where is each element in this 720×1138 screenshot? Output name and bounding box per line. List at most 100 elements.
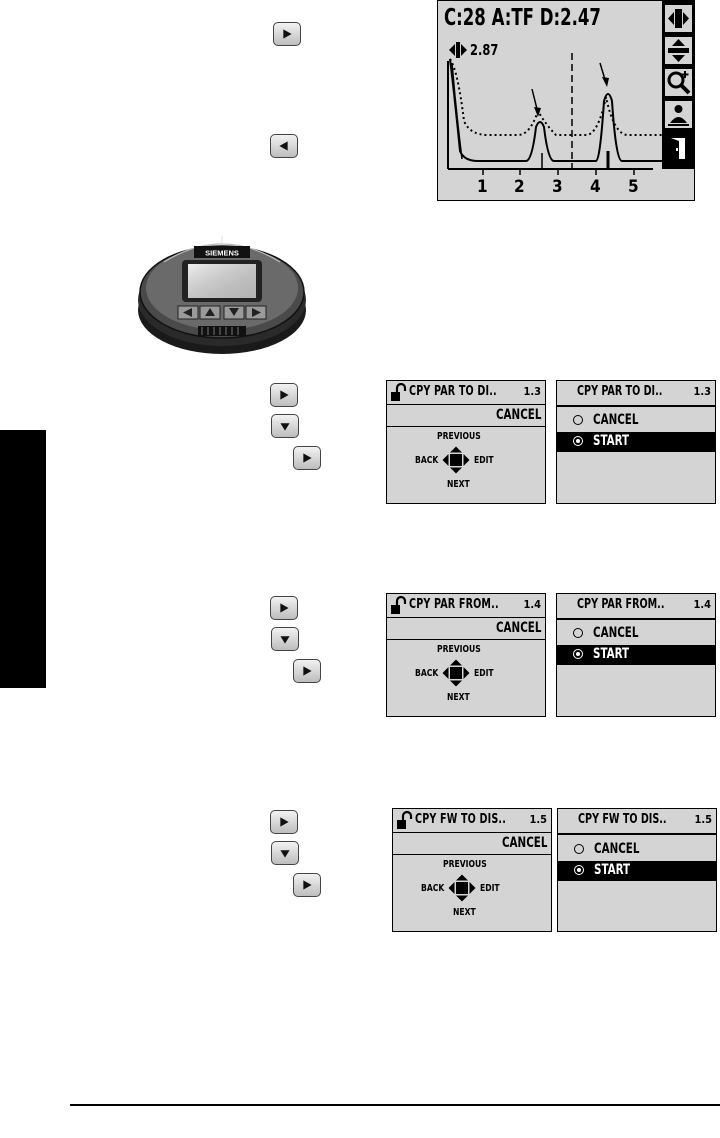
pan-icon xyxy=(665,5,692,32)
lcd-header: CPY PAR TO DI.. 1.3 xyxy=(387,381,545,405)
right-arrow-icon xyxy=(274,23,300,45)
axis-tick-label: 4 xyxy=(590,177,601,197)
nav-next-label: NEXT xyxy=(447,692,470,703)
lcd-header: CPY FW TO DIS.. 1.5 xyxy=(558,809,716,833)
radio-on-icon xyxy=(573,649,583,659)
value-text: CANCEL xyxy=(502,835,547,851)
navigation-pad: PREVIOUS BACK EDIT NEXT xyxy=(393,856,551,931)
nav-edit-label: EDIT xyxy=(474,668,494,679)
nav-back-label: BACK xyxy=(421,883,444,894)
zoom-icon xyxy=(665,69,692,96)
navigation-arrows-icon xyxy=(447,873,477,903)
lcd-current-value: CANCEL xyxy=(387,405,545,427)
radio-off-icon xyxy=(573,628,583,638)
nav-edit-label: EDIT xyxy=(480,883,500,894)
nav-back-label: BACK xyxy=(415,668,438,679)
lcd-parameter-number: 1.3 xyxy=(523,385,541,398)
navigation-pad: PREVIOUS BACK EDIT NEXT xyxy=(387,428,545,503)
lcd-header: CPY PAR FROM.. 1.4 xyxy=(387,594,545,618)
nav-previous-label: PREVIOUS xyxy=(437,431,481,442)
axis-tick-label: 3 xyxy=(552,177,563,197)
lcd-parameter-number: 1.4 xyxy=(693,598,711,611)
navigation-arrows-icon xyxy=(441,658,471,688)
option-start-selected: START xyxy=(557,432,715,452)
echo-curve xyxy=(450,59,662,161)
down-arrow-icon xyxy=(272,842,298,864)
lcd-header: CPY PAR TO DI.. 1.3 xyxy=(557,381,715,405)
axis-tick-label: 5 xyxy=(628,177,639,197)
right-arrow-icon xyxy=(271,811,297,833)
down-arrow-icon xyxy=(272,415,298,437)
radio-on-icon xyxy=(573,436,583,446)
right-arrow-key xyxy=(273,22,301,46)
right-arrow-icon xyxy=(294,874,320,896)
tvt-curve xyxy=(450,59,662,135)
value-text: CANCEL xyxy=(496,407,541,423)
left-arrow-key xyxy=(270,134,298,158)
navigation-pad: PREVIOUS BACK EDIT NEXT xyxy=(387,641,545,716)
exit-icon xyxy=(665,135,692,162)
user-icon xyxy=(665,101,692,128)
vertical-scale-icon xyxy=(665,37,692,64)
lcd-parameter-number: 1.4 xyxy=(523,598,541,611)
option-start-selected: START xyxy=(557,645,715,665)
right-arrow-key xyxy=(270,383,298,407)
left-arrow-icon xyxy=(271,135,297,157)
down-arrow-icon xyxy=(272,628,298,650)
axis-tick-label: 1 xyxy=(477,177,488,197)
down-arrow-key xyxy=(271,414,299,438)
right-arrow-icon xyxy=(294,447,320,469)
value-text: CANCEL xyxy=(496,620,541,636)
option-label: START xyxy=(594,862,630,878)
lcd-title: CPY FW TO DIS.. xyxy=(578,812,667,827)
option-label: START xyxy=(593,646,629,662)
lcd-navigation-screen-1-3: CPY PAR TO DI.. 1.3 CANCEL PREVIOUS BACK… xyxy=(386,380,546,504)
right-arrow-key xyxy=(293,446,321,470)
nav-back-label: BACK xyxy=(415,455,438,466)
option-start-selected: START xyxy=(558,861,716,881)
nav-previous-label: PREVIOUS xyxy=(443,859,487,870)
lcd-header: CPY FW TO DIS.. 1.5 xyxy=(393,809,551,833)
lcd-parameter-number: 1.3 xyxy=(693,385,711,398)
axis-tick-label: 2 xyxy=(514,177,525,197)
section-side-tab xyxy=(0,430,46,688)
lcd-title: CPY PAR FROM.. xyxy=(577,597,664,612)
right-arrow-icon xyxy=(271,384,297,406)
lcd-title: CPY PAR TO DI.. xyxy=(577,384,662,399)
radio-off-icon xyxy=(574,844,584,854)
option-label: START xyxy=(593,433,629,449)
down-arrow-key xyxy=(271,627,299,651)
lcd-parameter-number: 1.5 xyxy=(694,813,712,826)
radio-off-icon xyxy=(573,415,583,425)
lcd-edit-screen-1-5: CPY FW TO DIS.. 1.5 CANCEL START xyxy=(557,808,717,932)
lcd-title: CPY PAR TO DI.. xyxy=(409,384,497,399)
option-cancel: CANCEL xyxy=(558,840,716,860)
display-device-illustration: SIEMENS xyxy=(136,226,308,358)
nav-previous-label: PREVIOUS xyxy=(437,644,481,655)
unlock-icon xyxy=(390,383,408,402)
lcd-header: CPY PAR FROM.. 1.4 xyxy=(557,594,715,618)
lcd-current-value: CANCEL xyxy=(393,833,551,855)
option-label: CANCEL xyxy=(593,625,638,641)
nav-next-label: NEXT xyxy=(447,479,470,490)
right-arrow-key xyxy=(270,596,298,620)
lcd-current-value: CANCEL xyxy=(387,618,545,640)
lcd-title: CPY FW TO DIS.. xyxy=(415,812,506,827)
right-arrow-key xyxy=(270,810,298,834)
option-label: CANCEL xyxy=(594,841,639,857)
option-cancel: CANCEL xyxy=(557,624,715,644)
right-arrow-icon xyxy=(294,660,320,682)
footer-rule xyxy=(70,1104,720,1106)
lcd-edit-screen-1-3: CPY PAR TO DI.. 1.3 CANCEL START xyxy=(556,380,716,504)
lcd-edit-screen-1-4: CPY PAR FROM.. 1.4 CANCEL START xyxy=(556,593,716,717)
echo-tool-strip xyxy=(662,1,695,169)
echo-profile-plot xyxy=(438,1,662,201)
navigation-arrows-icon xyxy=(441,445,471,475)
nav-edit-label: EDIT xyxy=(474,455,494,466)
lcd-parameter-number: 1.5 xyxy=(529,813,547,826)
option-cancel: CANCEL xyxy=(557,411,715,431)
lcd-title: CPY PAR FROM.. xyxy=(409,597,499,612)
echo-profile-screen: C:28 A:TF D:2.47 2.87 1 2 3 4 5 xyxy=(437,0,695,201)
option-label: CANCEL xyxy=(593,412,638,428)
radio-on-icon xyxy=(574,865,584,875)
